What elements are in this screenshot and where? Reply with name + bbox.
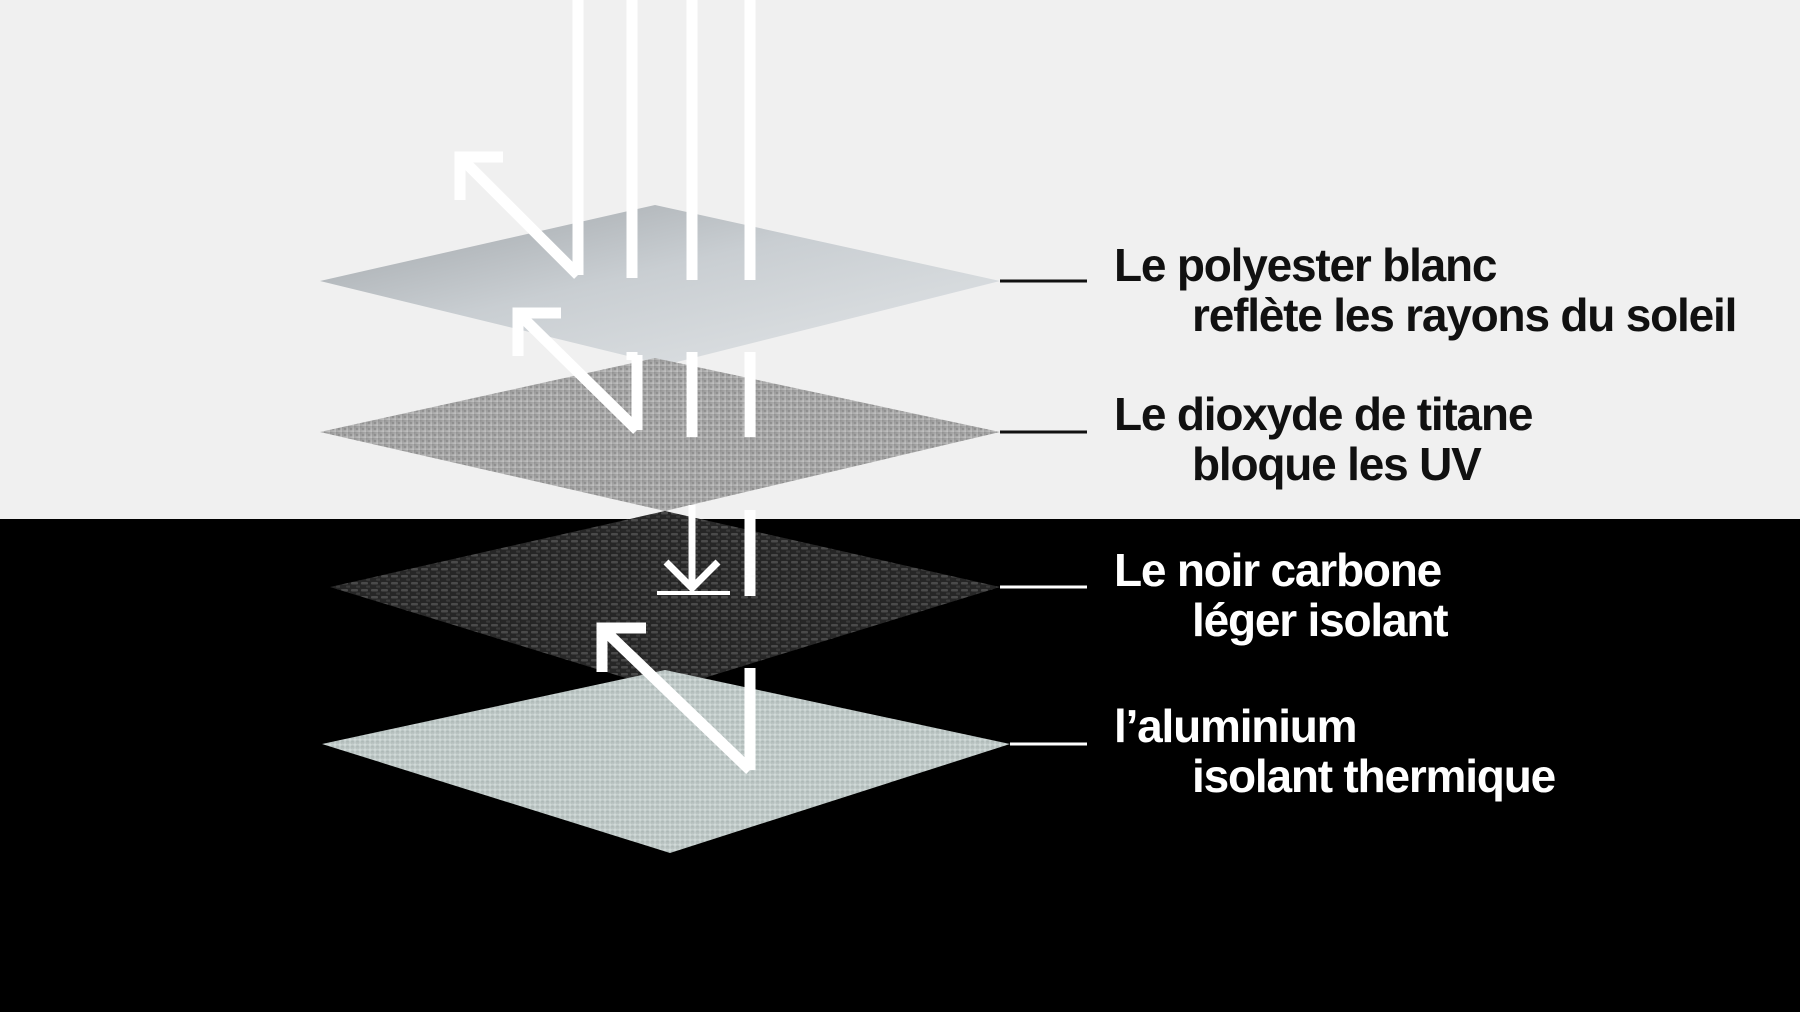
label-polyester-desc: reflète les rayons du soleil (1192, 289, 1737, 341)
label-aluminium-title: l’aluminium (1114, 700, 1358, 752)
label-titane-title: Le dioxyde de titane (1114, 388, 1533, 440)
label-polyester-title: Le polyester blanc (1114, 239, 1498, 291)
label-polyester: Le polyester blanc reflète les rayons du… (1114, 239, 1737, 341)
leader-lines (1000, 279, 1087, 746)
polyester-layer (320, 205, 1000, 365)
label-carbone: Le noir carbone léger isolant (1114, 544, 1449, 646)
carbone-layer (330, 511, 1000, 690)
label-aluminium: l’aluminium isolant thermique (1114, 700, 1556, 802)
label-carbone-desc: léger isolant (1192, 594, 1449, 646)
absorbed-arrow-icon (657, 505, 730, 595)
aluminium-layer (322, 670, 1010, 853)
thermal-reflection-arrow-icon (596, 622, 754, 774)
uv-reflection-arrow-icon (512, 307, 643, 434)
label-carbone-title: Le noir carbone (1114, 544, 1442, 596)
titane-layer (320, 358, 1000, 511)
label-aluminium-desc: isolant thermique (1192, 750, 1556, 802)
label-titane: Le dioxyde de titane bloque les UV (1114, 388, 1533, 490)
sun-ray-lines (572, 0, 756, 770)
reflection-arrow-icon (454, 151, 582, 279)
label-titane-desc: bloque les UV (1192, 438, 1482, 490)
